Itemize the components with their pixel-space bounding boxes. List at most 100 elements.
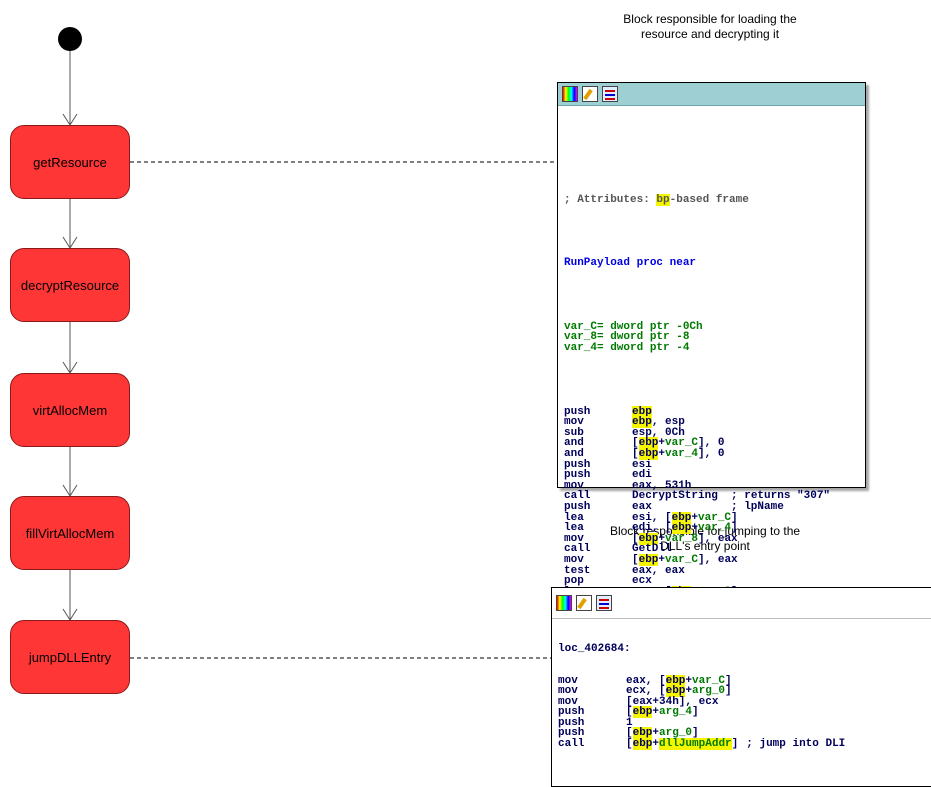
asm-line: call GetDll: [564, 544, 859, 555]
stack-var-decl: var_C= dword ptr -0Ch: [564, 320, 703, 333]
asm-mnemonic: push: [564, 500, 591, 513]
asm-line: push ebp: [564, 405, 859, 418]
asm-mnemonic: mov: [558, 685, 578, 697]
asm-line: call DecryptString ; returns "307": [564, 491, 859, 502]
asm-mnemonic: mov: [564, 553, 584, 566]
asm-mnemonic: sub: [564, 426, 584, 439]
asm-mnemonic: push: [564, 458, 591, 471]
asm-operands: eax, [ebp+var_C]: [626, 674, 732, 687]
attributes-comment: ; Attributes: bp-based frame: [564, 193, 749, 206]
asm-operands: [ebp+var_C], eax: [632, 553, 738, 566]
asm-line: lea esi, [ebp+var_C]: [564, 511, 859, 524]
asm-operands: edi: [632, 469, 652, 482]
asm-operands: GetDll: [632, 543, 672, 556]
asm-mnemonic: push: [558, 706, 585, 718]
asm-operands: ebp, esp: [632, 416, 685, 429]
asm-line: sub esp, 0Ch: [564, 426, 859, 439]
edit-icon[interactable]: [576, 595, 592, 611]
asm-operands: eax: [632, 500, 652, 513]
asm-mnemonic: and: [564, 448, 584, 460]
asm-mnemonic: mov: [558, 695, 578, 708]
asm-operands: ecx, [ebp+arg_0]: [626, 685, 732, 697]
asm-line: push 1: [558, 716, 931, 729]
caption-loader-block: Block responsible for loading the resour…: [623, 12, 797, 41]
asm-line: mov ecx, [ebp+arg_0]: [558, 685, 931, 697]
node-get-resource[interactable]: getResource: [10, 125, 130, 199]
asm-mnemonic: mov: [558, 674, 578, 687]
asm-mnemonic: call: [564, 543, 591, 556]
asm-mnemonic: mov: [564, 479, 584, 492]
disassembly-loader: ; Attributes: bp-based frame RunPayload …: [558, 106, 865, 633]
start-node: [58, 27, 82, 51]
asm-mnemonic: push: [564, 405, 591, 418]
asm-line: lea edi, [ebp+var_4]: [564, 522, 859, 535]
stack-var-decl: var_4= dword ptr -4: [564, 342, 690, 355]
node-jump-dll-entry[interactable]: jumpDLLEntry: [10, 620, 130, 694]
ida-block-loader: ; Attributes: bp-based frame RunPayload …: [557, 82, 866, 608]
asm-line: push [ebp+arg_4]: [558, 706, 931, 718]
asm-comment: ; returns "307": [731, 490, 831, 503]
block-label: loc_402684:: [558, 643, 631, 655]
asm-comment: ; jump into DLI: [746, 737, 846, 750]
asm-line: mov ebp, esp: [564, 416, 859, 429]
asm-operands: [ebp+var_C], 0: [632, 437, 725, 450]
ida-titlebar: [558, 83, 865, 106]
asm-line: mov [eax+34h], ecx: [558, 695, 931, 708]
asm-mnemonic: mov: [564, 532, 584, 545]
asm-line: mov [ebp+var_C], eax: [564, 553, 859, 566]
asm-line: push eax ; lpName: [564, 500, 859, 513]
asm-mnemonic: lea: [564, 522, 584, 535]
graph-icon[interactable]: [596, 595, 612, 611]
asm-line: mov eax, [ebp+var_C]: [558, 674, 931, 687]
asm-line: and [ebp+var_C], 0: [564, 437, 859, 450]
asm-operands: [ebp+var_4], 0: [632, 448, 725, 460]
asm-mnemonic: push: [558, 716, 585, 729]
asm-line: mov eax, 531h: [564, 479, 859, 492]
palette-icon[interactable]: [556, 595, 572, 611]
asm-mnemonic: pop: [564, 575, 584, 588]
asm-operands: ecx: [632, 575, 652, 588]
asm-line: push esi: [564, 458, 859, 471]
asm-operands: [ebp+var_8], eax: [632, 532, 738, 545]
asm-operands: edi, [ebp+var_4]: [632, 522, 738, 535]
asm-line: and [ebp+var_4], 0: [564, 448, 859, 460]
asm-operands: [eax+34h], ecx: [626, 695, 719, 708]
asm-operands: [ebp+dllJumpAddr]: [626, 737, 739, 750]
node-decrypt-resource[interactable]: decryptResource: [10, 248, 130, 322]
asm-line: test eax, eax: [564, 564, 859, 577]
ida-titlebar: [552, 588, 931, 619]
asm-mnemonic: call: [564, 490, 591, 503]
asm-operands: eax, eax: [632, 564, 685, 577]
asm-operands: esi, [ebp+var_C]: [632, 511, 738, 524]
asm-operands: eax, 531h: [632, 479, 692, 492]
node-fill-virt-alloc-mem[interactable]: fillVirtAllocMem: [10, 496, 130, 570]
asm-mnemonic: mov: [564, 416, 584, 429]
asm-mnemonic: push: [558, 727, 585, 739]
asm-mnemonic: and: [564, 437, 584, 450]
asm-mnemonic: push: [564, 469, 591, 482]
asm-mnemonic: lea: [564, 511, 584, 524]
asm-line: call [ebp+dllJumpAddr] ; jump into DLI: [558, 737, 931, 750]
asm-operands: [ebp+arg_0]: [626, 727, 699, 739]
asm-operands: 1: [626, 716, 633, 729]
stack-var-decl: var_8= dword ptr -8: [564, 331, 690, 344]
asm-operands: DecryptString: [632, 490, 718, 503]
asm-mnemonic: test: [564, 564, 591, 577]
palette-icon[interactable]: [562, 86, 578, 102]
asm-operands: ebp: [632, 405, 652, 418]
asm-operands: esi: [632, 458, 652, 471]
asm-line: mov [ebp+var_8], eax: [564, 532, 859, 545]
asm-line: pop ecx: [564, 576, 859, 587]
asm-operands: esp, 0Ch: [632, 426, 685, 439]
asm-line: push [ebp+arg_0]: [558, 727, 931, 739]
proc-header: RunPayload proc near: [564, 257, 697, 270]
graph-icon[interactable]: [602, 86, 618, 102]
node-virt-alloc-mem[interactable]: virtAllocMem: [10, 373, 130, 447]
edit-icon[interactable]: [582, 86, 598, 102]
asm-comment: ; lpName: [731, 500, 784, 513]
asm-operands: [ebp+arg_4]: [626, 706, 699, 718]
asm-line: push edi: [564, 470, 859, 481]
asm-mnemonic: call: [558, 737, 585, 750]
